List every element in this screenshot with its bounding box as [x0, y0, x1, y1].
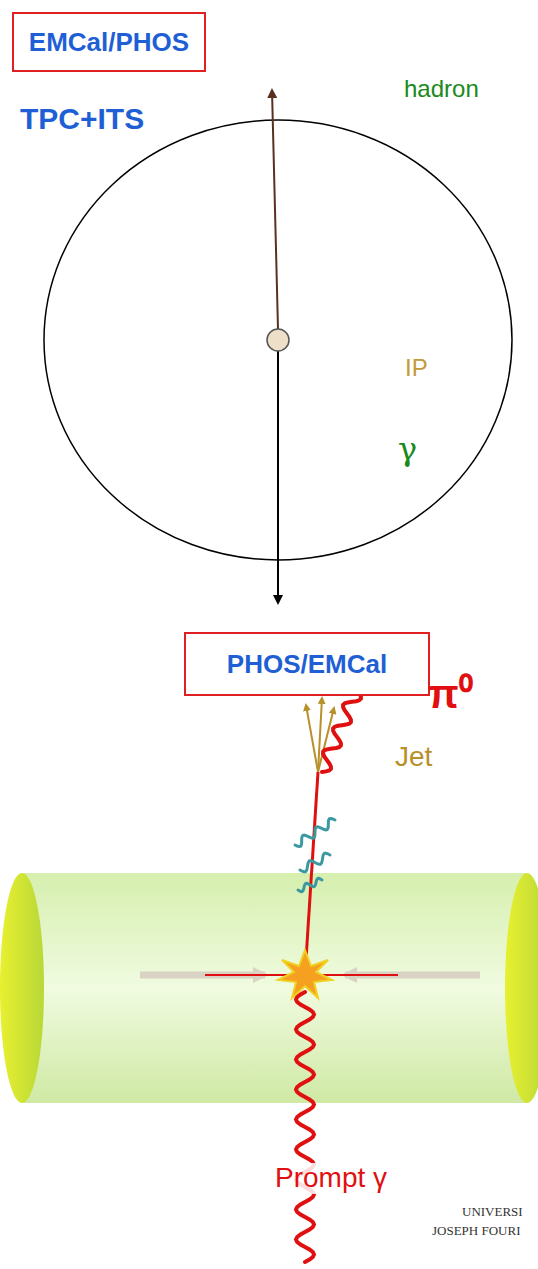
interaction-point	[267, 329, 289, 351]
particle-label: π⁰	[428, 672, 473, 716]
detector-box: PHOS/EMCal	[184, 632, 430, 696]
gluon-wave	[295, 819, 335, 847]
jet-arrow	[318, 708, 334, 772]
parton-line	[305, 772, 318, 975]
logo-text: UNIVERSI	[462, 1205, 523, 1219]
gluon-wave	[300, 853, 330, 872]
box-label: EMCal/PHOS	[29, 27, 189, 58]
jet-arrow	[306, 705, 318, 772]
logo-text: JOSEPH FOURI	[432, 1224, 521, 1238]
particle-label: γ	[398, 432, 417, 467]
detector-box: EMCal/PHOS	[12, 12, 206, 72]
photon-arrow	[277, 351, 279, 603]
collision-cylinder	[22, 873, 527, 1103]
particle-label: hadron	[404, 76, 479, 102]
cylinder-cap	[505, 873, 538, 1103]
box-label: PHOS/EMCal	[227, 649, 387, 680]
hadron-arrow	[272, 90, 278, 329]
detector-name: TPC+ITS	[20, 102, 144, 135]
point-label: IP	[405, 355, 428, 381]
prompt-photon-wave	[296, 992, 314, 1262]
cylinder-cap	[0, 873, 44, 1103]
gluon-wave	[298, 878, 322, 891]
particle-label: Jet	[395, 742, 432, 773]
particle-label: Prompt γ	[272, 1163, 390, 1194]
